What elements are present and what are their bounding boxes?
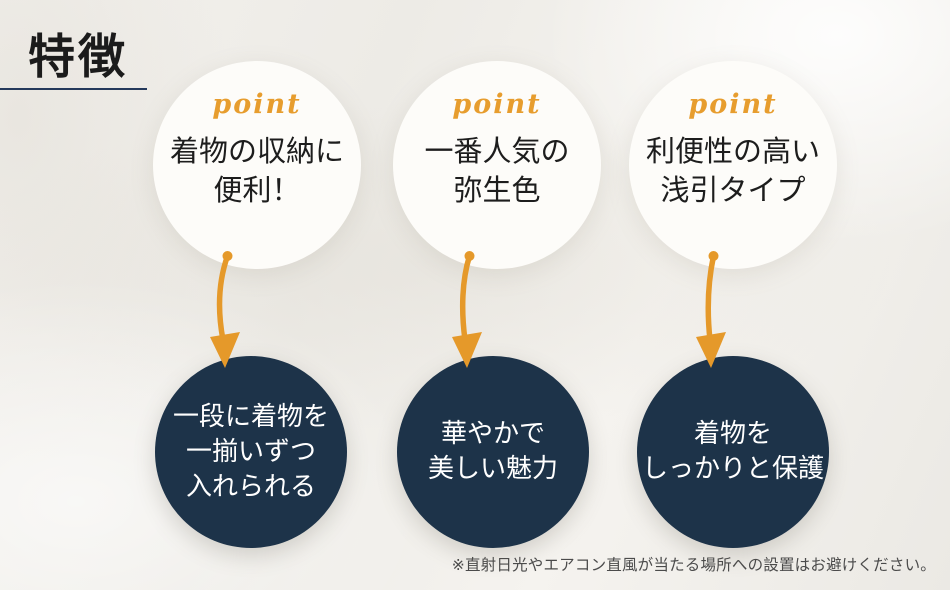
detail-line: 一揃いずつ — [185, 436, 316, 467]
detail-circle-1: 一段に着物を 一揃いずつ 入れられる — [155, 356, 347, 548]
detail-line: 着物を — [693, 419, 772, 449]
point-heading: 一番人気の 弥生色 — [424, 132, 569, 210]
heading-line: 利便性の高い — [645, 134, 820, 168]
detail-line: 一段に着物を — [172, 401, 329, 432]
heading-line: 便利！ — [213, 173, 301, 207]
detail-line: 美しい魅力 — [427, 454, 558, 484]
point-circle-2: point 一番人気の 弥生色 — [393, 61, 601, 269]
detail-text: 華やかで 美しい魅力 — [428, 417, 558, 487]
point-circle-1: point 着物の収納に 便利！ — [153, 61, 361, 269]
point-label: point — [452, 89, 542, 120]
heading-line: 一番人気の — [424, 134, 570, 168]
curved-down-arrow-icon — [696, 251, 726, 368]
detail-text: 一段に着物を 一揃いずつ 入れられる — [173, 400, 329, 505]
footnote: ※直射日光やエアコン直風が当たる場所への設置はお避けください。 — [451, 557, 936, 574]
page-title: 特徴 — [28, 30, 128, 85]
point-heading: 利便性の高い 浅引タイプ — [646, 132, 820, 210]
detail-circle-2: 華やかで 美しい魅力 — [397, 356, 589, 548]
detail-line: 入れられる — [185, 471, 316, 502]
point-heading: 着物の収納に 便利！ — [170, 132, 344, 210]
detail-circle-3: 着物を しっかりと保護 — [637, 356, 829, 548]
title-underline — [0, 88, 147, 90]
curved-down-arrow-icon — [210, 251, 240, 368]
detail-text: 着物を しっかりと保護 — [642, 417, 824, 487]
curved-down-arrow-icon — [452, 251, 482, 368]
heading-line: 着物の収納に — [169, 134, 344, 168]
detail-line: しっかりと保護 — [641, 454, 824, 484]
point-circle-3: point 利便性の高い 浅引タイプ — [629, 61, 837, 269]
point-label: point — [688, 89, 778, 120]
detail-line: 華やかで — [440, 419, 545, 449]
point-label: point — [212, 89, 302, 120]
heading-line: 浅引タイプ — [660, 173, 806, 207]
heading-line: 弥生色 — [453, 173, 541, 207]
